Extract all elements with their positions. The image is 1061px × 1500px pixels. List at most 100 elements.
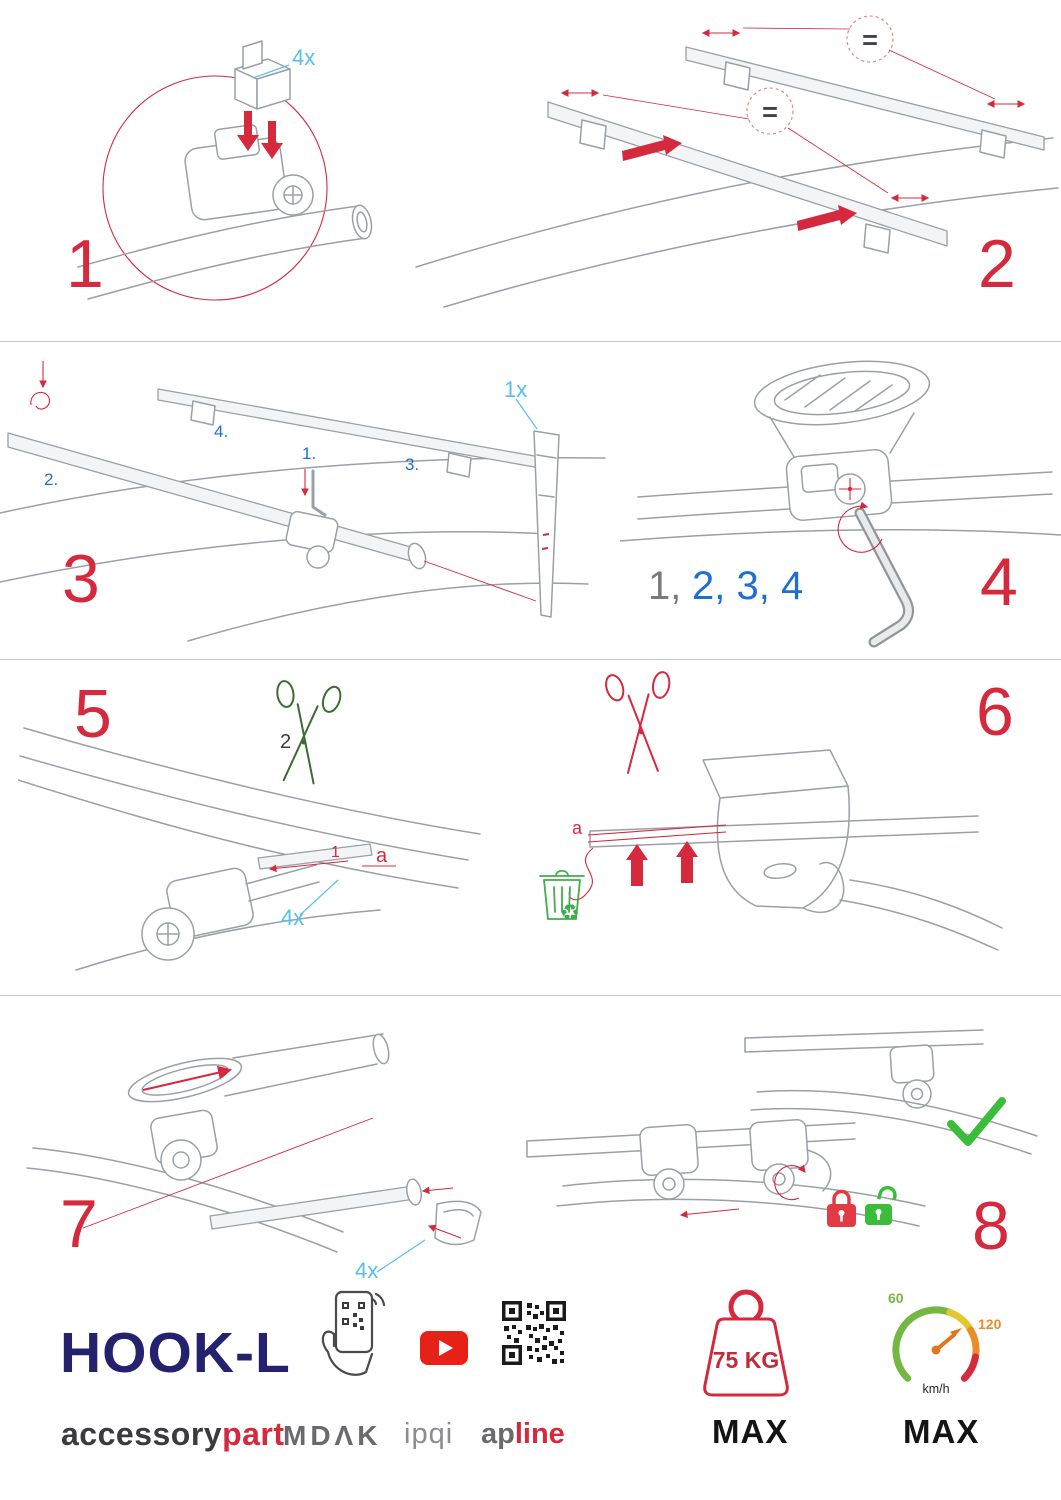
speed-high-label: 120 — [978, 1316, 1002, 1332]
brand-logo: accessorypart — [61, 1416, 285, 1453]
clamp-drawing — [184, 124, 314, 221]
equals-sign: = — [862, 25, 878, 55]
speed-unit-label: km/h — [922, 1382, 949, 1396]
qr-code — [502, 1301, 566, 1365]
step-2-figure: = = — [415, 15, 1059, 308]
separator — [0, 995, 1061, 996]
max-speed-icon: 60 120 km/h — [888, 1290, 1002, 1396]
padlock-closed-icon — [827, 1189, 856, 1227]
speed-needle — [931, 1328, 962, 1355]
allen-key-small — [301, 469, 327, 517]
trim-arrow — [268, 860, 349, 873]
cut-step-label: 2 — [280, 731, 291, 753]
rubber-strip — [257, 843, 373, 870]
push-arrow — [626, 844, 648, 886]
youtube-icon — [420, 1331, 468, 1365]
bar-end-open — [127, 1033, 390, 1103]
step-7-figure: 4x — [26, 1033, 482, 1283]
bar-end-top-view — [753, 360, 931, 458]
recycle-icon: ♻ — [560, 900, 580, 925]
sequence-done-label: 1, — [648, 564, 681, 608]
mounting-bracket — [702, 749, 850, 913]
cut-strip — [568, 824, 727, 901]
step-6-number: 6 — [976, 674, 1014, 750]
substep-4-label: 4. — [214, 422, 228, 441]
equals-sign: = — [762, 97, 778, 127]
front-crossbar — [7, 432, 427, 570]
crossbar-drawing — [77, 204, 373, 300]
step-1-number: 1 — [66, 226, 104, 302]
qty-pointer-line — [252, 64, 290, 79]
clamp — [141, 864, 320, 961]
clamp — [785, 449, 893, 521]
roof-lines — [620, 529, 1061, 542]
step-3-figure: 2. 4. 1. 3. 1x — [0, 361, 606, 642]
roof-rails — [415, 137, 1059, 308]
guide-line — [82, 1117, 374, 1229]
logo-apline-line: line — [514, 1418, 565, 1450]
reference-lines — [602, 27, 996, 194]
qty-label: 1x — [504, 377, 527, 402]
checkmark-icon — [947, 1097, 1006, 1146]
step-5-number: 5 — [74, 676, 112, 752]
logo-ipqi: ipqi — [404, 1418, 454, 1450]
logo-apline: apline — [481, 1418, 565, 1451]
strip-step-label: 1 — [331, 844, 340, 861]
magnifier-circle — [102, 75, 328, 301]
dim-label: a — [376, 845, 388, 867]
qty-label: 4x — [292, 45, 315, 70]
adjust-assembly — [526, 1118, 926, 1227]
separator — [0, 341, 1061, 342]
step-2-number: 2 — [978, 226, 1016, 302]
qty-pointer-line — [376, 1239, 426, 1273]
scissors-icon — [276, 680, 342, 785]
speed-max-label: MAX — [903, 1413, 980, 1450]
step-7-number: 7 — [60, 1186, 98, 1262]
speed-low-label: 60 — [888, 1290, 904, 1306]
strip-pull-detail — [30, 361, 51, 410]
equal-badge-1: = — [846, 15, 894, 63]
product-name: HOOK-L — [60, 1321, 291, 1385]
step-8-number: 8 — [972, 1188, 1010, 1264]
separator — [0, 659, 1061, 660]
logo-apline-ap: ap — [481, 1418, 515, 1450]
max-load-icon: 75 KG — [703, 1289, 789, 1397]
end-cap-detail — [209, 1178, 482, 1246]
rail-and-clamp — [26, 1109, 344, 1253]
dim-label: a — [572, 818, 583, 838]
qty-label: 4x — [355, 1258, 378, 1283]
step-5-figure: 2 1 a 4x — [18, 680, 481, 971]
rear-crossbar — [685, 46, 1045, 159]
substep-1-label: 1. — [302, 444, 316, 463]
step-4-figure: 1, 2, 3, 4 — [620, 360, 1061, 648]
weight-max-label: MAX — [712, 1413, 789, 1450]
roof-bar — [589, 815, 1003, 951]
step-6-figure: ♻ a — [539, 671, 1003, 951]
equal-badge-2: = — [746, 87, 794, 135]
roof-rail-lines — [18, 727, 481, 971]
scan-phone-icon — [321, 1290, 386, 1376]
brand-part: part — [222, 1416, 285, 1452]
allen-key — [837, 501, 915, 648]
push-arrow — [676, 841, 698, 883]
step-8-figure — [526, 1029, 1038, 1227]
step-4-number: 4 — [980, 544, 1018, 620]
step-3-number: 3 — [62, 541, 100, 617]
logo-mdak: MDΛK — [283, 1420, 382, 1451]
sequence-todo-label: 2, 3, 4 — [692, 564, 803, 608]
qty-label: 4x — [281, 905, 304, 930]
weight-limit-label: 75 KG — [713, 1347, 779, 1373]
brand-accessory: accessory — [61, 1416, 223, 1452]
insert-arrows — [237, 111, 283, 159]
front-crossbar — [547, 101, 948, 254]
wedge-part-drawing — [234, 40, 291, 110]
spacing-arrows — [560, 29, 1026, 231]
substep-2-label: 2. — [44, 470, 58, 489]
padlock-open-icon — [865, 1185, 897, 1225]
locked-assembly — [744, 1029, 1038, 1155]
step-1-figure: 4x — [77, 40, 373, 301]
substep-3-label: 3. — [405, 455, 419, 474]
trash-bin-icon — [539, 869, 585, 920]
qty-pointer-line — [299, 879, 339, 916]
